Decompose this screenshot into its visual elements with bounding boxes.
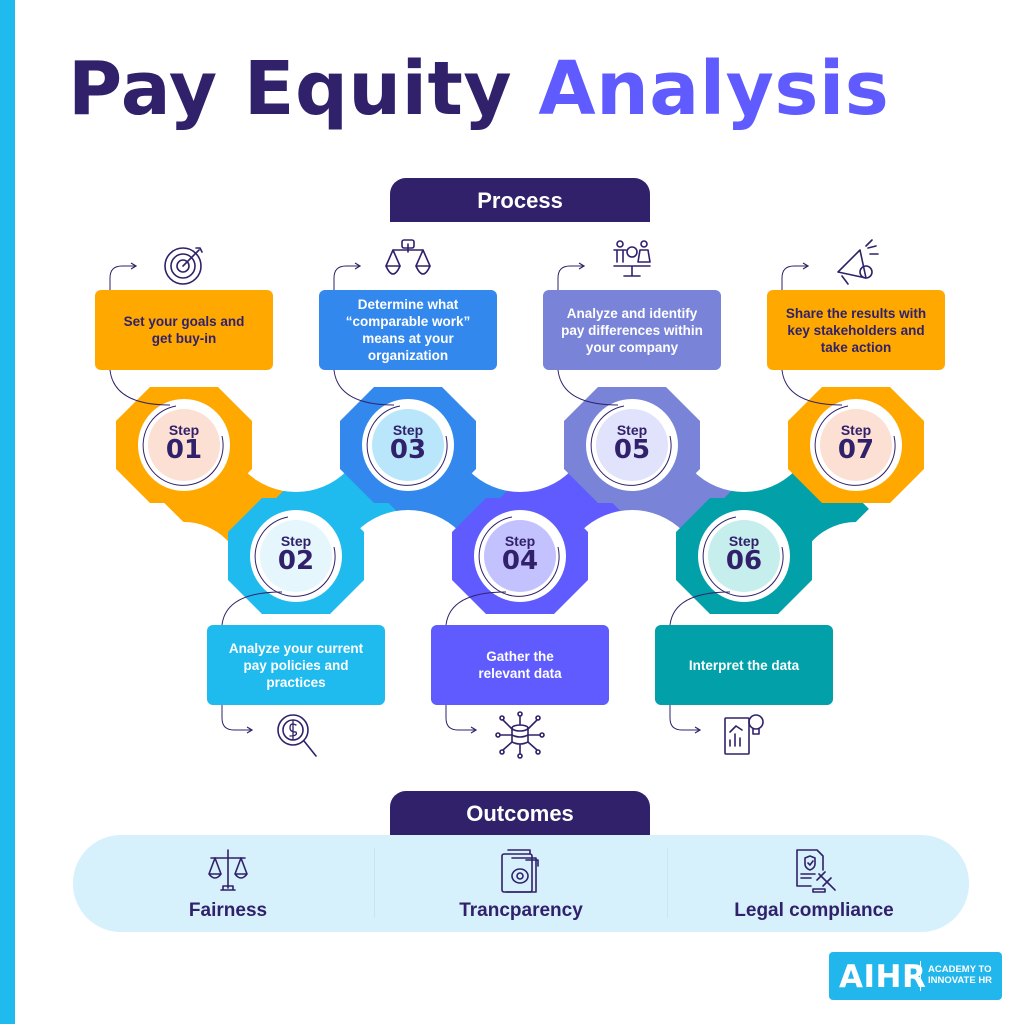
step-03-card: Determine what “comparable work” means a…	[319, 290, 497, 370]
page-title: Pay Equity Analysis	[68, 52, 889, 126]
outcome-divider	[667, 848, 668, 918]
title-part-2: Analysis	[538, 46, 890, 132]
gender-pay-scale-icon	[613, 240, 651, 277]
target-icon	[164, 247, 203, 285]
scales-dollar-icon	[385, 239, 431, 275]
left-accent-bar	[0, 0, 15, 1024]
step-07-card: Share the results with key stakeholders …	[767, 290, 945, 370]
step-01-card: Set your goals and get buy-in	[95, 290, 273, 370]
logo-brand: AIHR	[839, 959, 927, 995]
scales-icon	[208, 849, 248, 891]
step-02-badge: Step 02	[277, 533, 315, 576]
document-gavel-icon	[796, 849, 836, 893]
step-05-card: Analyze and identify pay differences wit…	[543, 290, 721, 370]
megaphone-gear-icon	[837, 239, 879, 285]
process-heading: Process	[390, 178, 650, 222]
step-03-badge: Step 03	[389, 422, 427, 465]
aihr-logo: AIHR ACADEMY TO INNOVATE HR	[829, 952, 1002, 1000]
database-network-icon	[495, 711, 545, 759]
title-part-1: Pay Equity	[68, 46, 513, 132]
step-02-card: Analyze your current pay policies and pr…	[207, 625, 385, 705]
outcomes-heading: Outcomes	[390, 791, 650, 835]
step-04-card: Gather the relevant data	[431, 625, 609, 705]
report-lightbulb-icon	[724, 714, 764, 755]
step-07-badge: Step 07	[837, 422, 875, 465]
logo-separator	[920, 961, 921, 991]
logo-tagline: ACADEMY TO INNOVATE HR	[928, 964, 993, 986]
step-05-badge: Step 05	[613, 422, 651, 465]
flow-arrows	[109, 262, 843, 734]
step-01-badge: Step 01	[165, 422, 203, 465]
step-06-card: Interpret the data	[655, 625, 833, 705]
magnifier-dollar-icon	[277, 714, 317, 757]
outcome-divider	[374, 848, 375, 918]
step-06-badge: Step 06	[725, 533, 763, 576]
folder-eye-icon	[501, 849, 539, 893]
step-04-badge: Step 04	[501, 533, 539, 576]
step-circles	[138, 399, 902, 602]
